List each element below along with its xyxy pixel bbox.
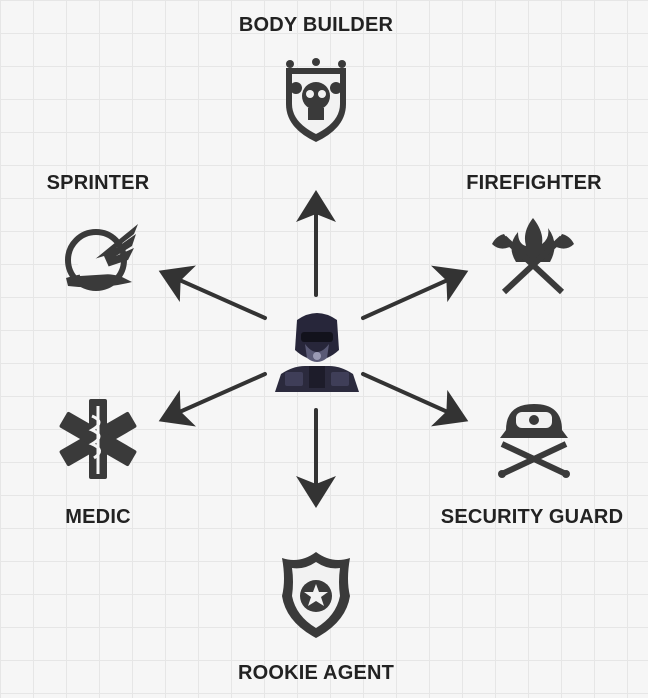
- label-firefighter: FIREFIGHTER: [466, 172, 602, 194]
- label-medic: MEDIC: [65, 506, 131, 528]
- label-rookie-agent: ROOKIE AGENT: [237, 662, 395, 684]
- helmet-crossed-batons-icon: [498, 404, 570, 478]
- label-body-builder: BODY BUILDER: [238, 14, 394, 36]
- arrow-to-firefighter: [361, 265, 469, 320]
- label-security-guard: SECURITY GUARD: [440, 506, 624, 528]
- skull-shield-emblem-icon: [286, 58, 346, 142]
- star-of-life-icon: [59, 399, 137, 479]
- crossed-axes-flame-icon: [492, 218, 574, 295]
- operative-avatar-icon: [275, 313, 359, 392]
- winged-shoe-icon: [65, 224, 138, 291]
- label-sprinter: SPRINTER: [46, 172, 150, 194]
- arrow-to-security-guard: [361, 372, 469, 427]
- arrow-to-medic: [158, 372, 267, 427]
- arrow-to-sprinter: [158, 265, 267, 320]
- police-badge-icon: [282, 552, 350, 638]
